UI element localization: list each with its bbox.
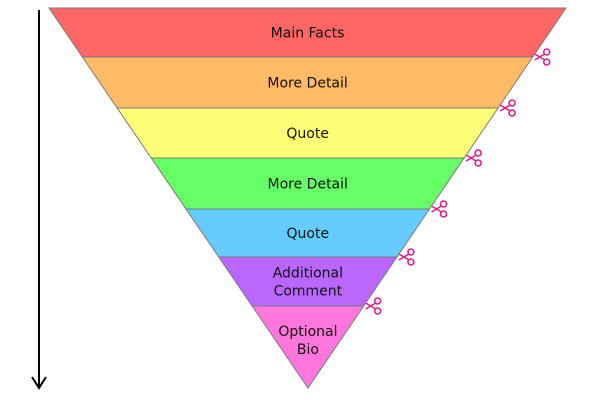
scissors-part [373,297,382,305]
tier-label: More Detail [268,177,348,193]
tier-label: Main Facts [271,26,345,42]
scissors-part [542,58,551,66]
scissors-icon [534,48,551,66]
scissors-icon [465,149,482,167]
scissors-part [474,149,482,157]
scissors-part [439,200,448,208]
scissors-icon [499,99,516,117]
scissors-part [534,53,546,61]
scissors-part [439,210,448,218]
tier-label: Additional [273,266,343,282]
scissors-part [431,205,442,213]
tier-label: Quote [287,226,330,242]
scissors-part [465,154,477,162]
scissors-icon [398,248,415,266]
scissors-part [542,48,551,56]
scissors-icon [365,297,382,315]
tier-label: Comment [274,284,343,300]
tier-label: Bio [297,342,319,358]
scissors-part [407,248,415,256]
tier-label: Quote [286,126,329,142]
scissors-part [499,104,511,112]
scissors-part [398,253,410,261]
scissors-part [373,307,382,315]
scissors-part [407,258,415,266]
scissors-part [508,99,516,107]
tier-label: Optional [278,324,337,340]
pyramid-tiers [48,7,567,389]
scissors-part [508,109,516,117]
pyramid-tier [251,305,365,389]
scissors-icon [431,200,448,218]
scissors-part [474,159,482,167]
arrow-head [31,376,47,390]
tier-label: More Detail [267,76,347,92]
downward-arrow [31,10,47,390]
scissors-part [365,302,377,310]
cut-markers [365,48,551,315]
